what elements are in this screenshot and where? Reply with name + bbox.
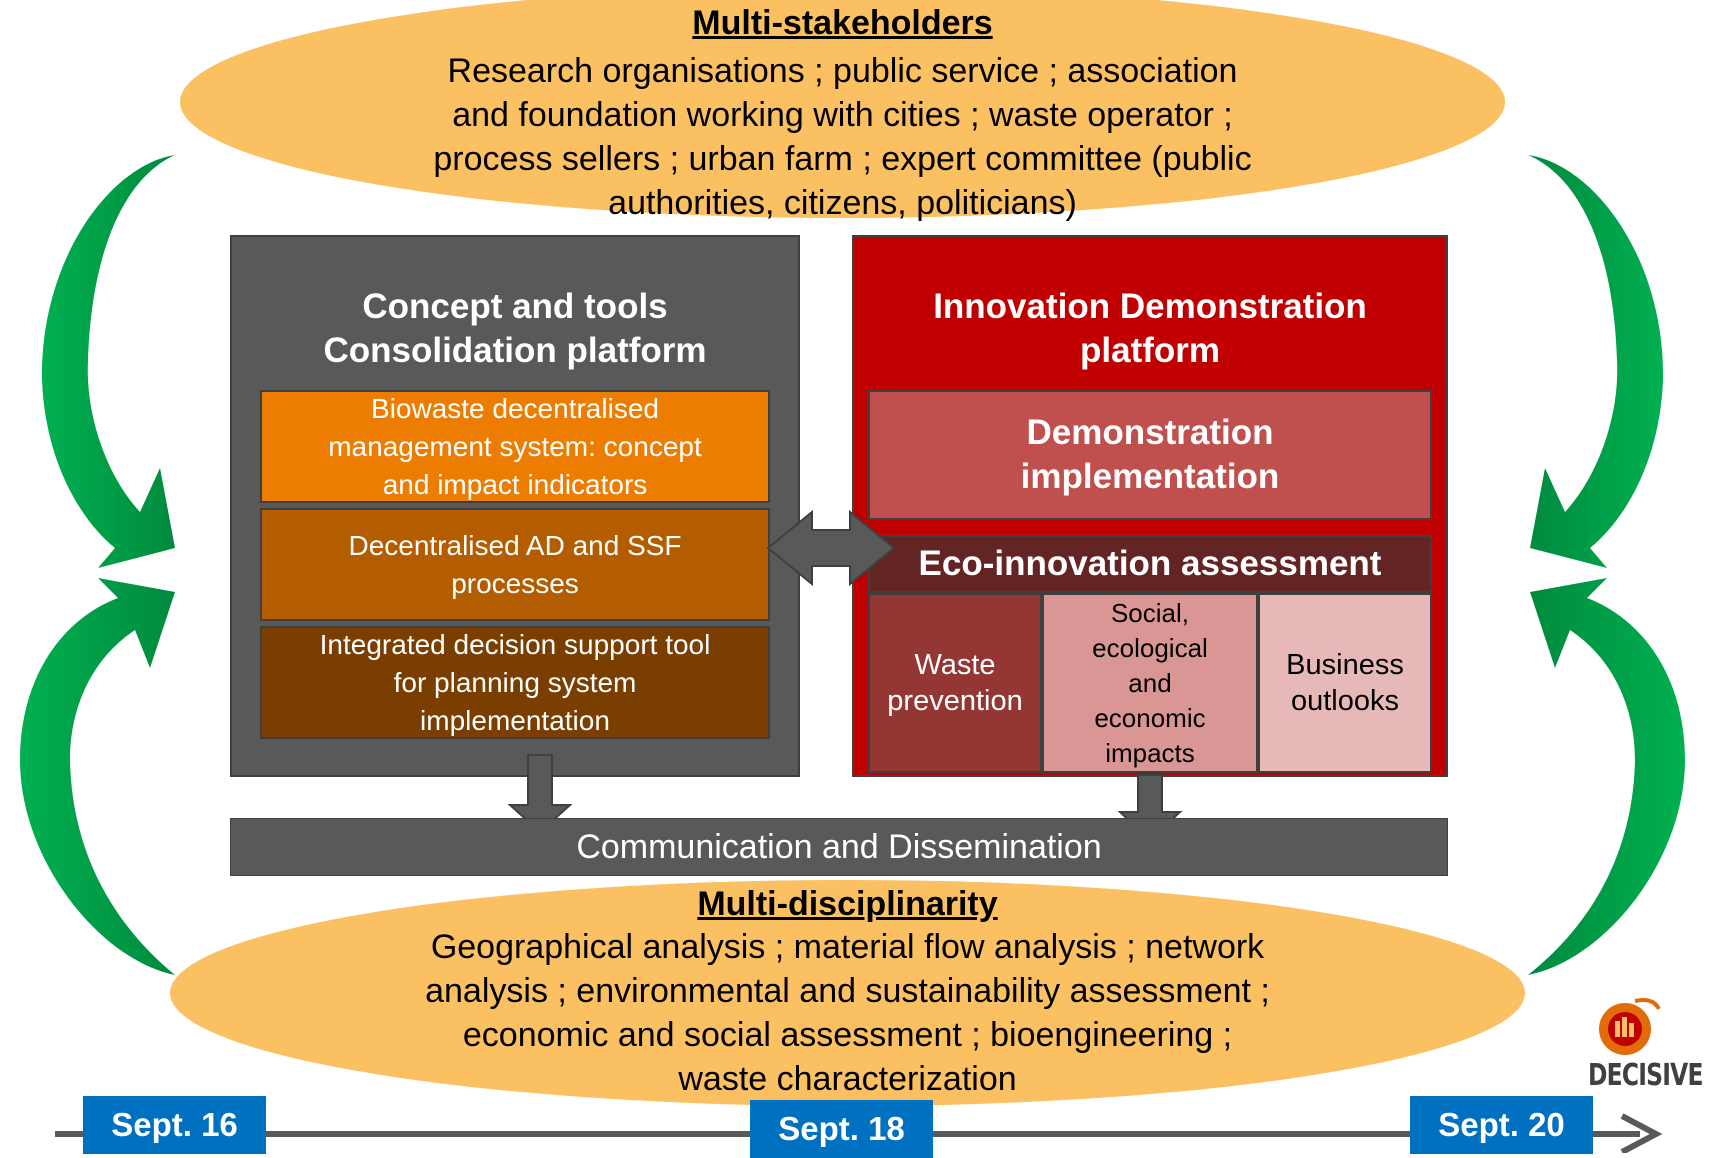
item-line: and impact indicators: [382, 468, 648, 500]
demonstration-line: Demonstration: [1026, 413, 1274, 452]
disciplinarity-line: waste characterization: [678, 1060, 1017, 1098]
stakeholders-line: process sellers ; urban farm ; expert co…: [433, 140, 1252, 178]
item-line: processes: [451, 567, 579, 599]
date-sept-18: Sept. 18: [750, 1100, 933, 1158]
item-line: Integrated decision support tool: [319, 628, 711, 660]
cell-line: economic: [1094, 702, 1206, 733]
stakeholders-line: Research organisations ; public service …: [447, 52, 1238, 90]
concept-platform-title: Concept and tools Consolidation platform: [232, 285, 798, 373]
stakeholders-line: and foundation working with cities ; was…: [452, 96, 1233, 134]
decisive-logo-icon: [1599, 998, 1661, 1055]
arrow-right-bottom: [1528, 578, 1685, 1017]
stakeholders-line: authorities, citizens, politicians): [608, 184, 1077, 222]
item-line: Biowaste decentralised: [371, 392, 659, 424]
concept-title-line: Concept and tools: [362, 287, 668, 326]
timeline-arrowhead-icon: [1620, 1113, 1663, 1153]
stakeholders-content: Multi-stakeholders Research organisation…: [180, 4, 1505, 225]
assessment-cell-impacts: Social, ecological and economic impacts: [1042, 593, 1258, 773]
cell-line: Waste: [914, 649, 996, 681]
innovation-platform-title: Innovation Demonstration platform: [854, 285, 1446, 373]
concept-item-biowaste: Biowaste decentralised management system…: [260, 390, 770, 503]
cell-line: Social,: [1110, 597, 1190, 628]
stakeholders-title: Multi-stakeholders: [692, 4, 993, 42]
innovation-title-line: Innovation Demonstration: [933, 287, 1367, 326]
item-line: management system: concept: [328, 430, 702, 462]
cell-line: impacts: [1105, 737, 1195, 768]
double-arrow-icon: [766, 509, 896, 587]
arrow-left-top: [41, 118, 175, 568]
item-line: for planning system: [393, 666, 637, 698]
cell-line: ecological: [1092, 632, 1208, 663]
disciplinarity-content: Multi-disciplinarity Geographical analys…: [170, 885, 1525, 1101]
disciplinarity-title: Multi-disciplinarity: [697, 885, 998, 923]
stakeholders-ellipse: [180, 0, 1505, 218]
demonstration-box: Demonstration implementation: [868, 390, 1432, 520]
disciplinarity-line: analysis ; environmental and sustainabil…: [425, 972, 1270, 1010]
item-line: Decentralised AD and SSF: [348, 529, 682, 561]
concept-platform-panel: Concept and tools Consolidation platform…: [230, 235, 800, 777]
assessment-cell-waste: Waste prevention: [868, 593, 1042, 773]
date-sept-16: Sept. 16: [83, 1096, 266, 1154]
cell-line: prevention: [887, 685, 1023, 717]
arrow-left-bottom: [20, 578, 175, 1017]
disciplinarity-ellipse: [170, 880, 1525, 1106]
communication-bar: Communication and Dissemination: [230, 818, 1448, 876]
stakeholders-text: Research organisations ; public service …: [180, 49, 1505, 225]
arrow-right-top: [1528, 118, 1664, 568]
disciplinarity-line: Geographical analysis ; material flow an…: [430, 928, 1265, 966]
disciplinarity-line: economic and social assessment ; bioengi…: [462, 1016, 1233, 1054]
assessment-cell-business: Business outlooks: [1258, 593, 1432, 773]
cell-line: outlooks: [1290, 685, 1399, 717]
concept-item-decision-tool: Integrated decision support tool for pla…: [260, 626, 770, 739]
demonstration-line: implementation: [1020, 457, 1280, 496]
innovation-title-line: platform: [1080, 331, 1220, 370]
cell-line: and: [1128, 667, 1172, 698]
concept-item-processes: Decentralised AD and SSF processes: [260, 508, 770, 621]
innovation-platform-panel: Innovation Demonstration platform Demons…: [852, 235, 1448, 777]
decisive-logo-text: DECISIVE: [1588, 1058, 1703, 1093]
cell-line: Business: [1286, 649, 1404, 681]
disciplinarity-text: Geographical analysis ; material flow an…: [170, 925, 1525, 1101]
date-sept-20: Sept. 20: [1410, 1096, 1593, 1154]
concept-title-line: Consolidation platform: [323, 331, 707, 370]
item-line: implementation: [420, 704, 610, 736]
eco-assessment-title: Eco-innovation assessment: [868, 535, 1432, 593]
